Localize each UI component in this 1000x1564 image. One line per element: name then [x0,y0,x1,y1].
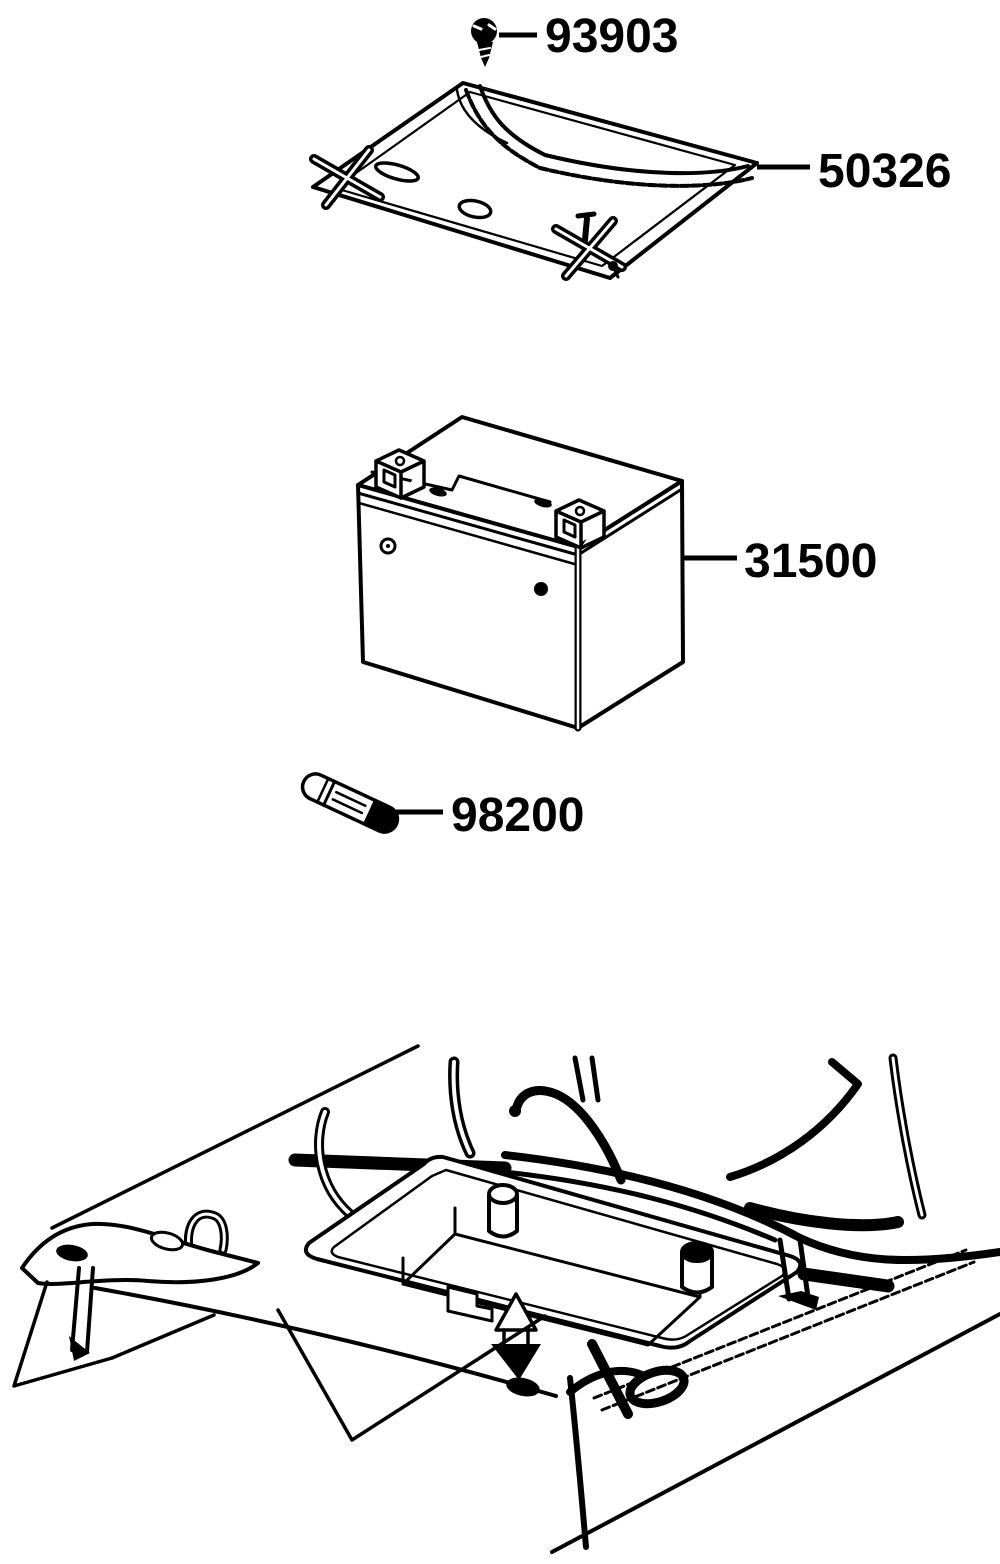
part-number-label: 50326 [818,145,951,198]
battery-terminal-left-hole [382,468,397,489]
battery-front-seam-1 [356,491,580,557]
battery-terminal-left-bolt [394,455,406,467]
mounting-post-front-top [487,1183,519,1205]
part-number-label: 98200 [451,789,584,842]
support-strap-foot [778,1291,819,1310]
mounting-post-rear-top [680,1241,714,1263]
screw-head [471,18,497,44]
screw-illustration [471,18,497,67]
break-line-left [12,1280,114,1388]
clamp-cross-2 [566,1366,646,1396]
break-line-left-2 [110,1313,216,1360]
cover-pin [582,215,590,243]
install-arrow-tail [494,1292,538,1332]
battery-front-dot [534,582,548,596]
battery-terminal-right [554,498,606,550]
frame-dark-sweep [744,1202,904,1232]
cover-cross-mark-bottom-inner [554,219,624,278]
cover-pin-cap [575,211,597,219]
screw-head-slot [472,23,497,31]
cover-channel-edge-1 [478,84,750,176]
left-bracket-slot [149,1230,185,1252]
battery-vent-dot [386,544,390,548]
stitched-edge-2 [600,1260,976,1412]
right-rail-pair-inner [891,1056,924,1217]
battery-tray-rim [303,1154,803,1350]
fuse-left-cap-line-2 [322,779,337,807]
battery-cover-illustration [309,81,759,281]
tray-step-bracket [446,1285,494,1323]
battery-ledge-mark-2 [534,498,552,508]
fuse-illustration [300,772,400,834]
floor-plate-edge [93,1286,558,1398]
crook-posts [572,1055,601,1103]
install-arrow [491,1292,541,1380]
cover-channel-edge-2 [464,88,754,188]
break-line-center [276,1308,547,1442]
cover-cross-mark-left-inner [312,148,382,207]
mounting-post-front-body [487,1194,519,1239]
part-number-label: 93903 [545,10,678,63]
body-edge-line-bottom [550,1312,1000,1554]
battery-terminal-right-hole [562,518,577,539]
screw-body [477,42,493,67]
tray-floor [401,1232,702,1347]
left-bracket-pin [70,1266,95,1354]
frame-rail-sweep-1 [501,1151,1000,1265]
battery-terminal-left [374,448,426,500]
left-bracket-pin-tip [69,1336,90,1361]
crook-sweep [511,1086,626,1185]
frame-rail-sweep-2 [502,1169,778,1243]
battery-side-seam [576,487,684,557]
cover-corner-pin-stem [611,264,620,279]
cover-outline [311,81,759,280]
battery-vent [379,537,397,555]
mounting-post-rear-body [680,1252,714,1295]
battery-front-seam-2 [357,501,580,567]
battery-illustration [356,415,685,732]
fuse-left-cap-line-1 [316,778,330,803]
right-hook [726,1058,862,1181]
battery-ledge-mark-1 [429,487,447,497]
fuse-right-cap [362,799,399,834]
cable-guide-tube-left-inner [451,1060,472,1155]
guide-tube-curved-inner [317,1110,352,1216]
battery-terminal-right-bolt [574,505,586,517]
body-edge-line [50,1044,420,1230]
left-bracket-hole [56,1244,88,1262]
screw-thread [478,47,491,58]
frame-compartment-illustration [12,1044,1000,1554]
part-number-label: 31500 [744,535,877,588]
left-bracket-plate [20,1221,260,1286]
small-hook-inner [187,1212,226,1258]
panel-drop-edge [567,1375,589,1550]
cover-left-slot [374,161,420,183]
cover-channel-left-edge [455,88,509,145]
right-thick-bar [797,1267,895,1293]
stitched-edge-1 [592,1248,968,1400]
cover-center-hole [457,198,493,220]
install-arrow-head [491,1344,541,1380]
fuse-element-lines [331,790,367,815]
cover-inner-outline [333,90,737,268]
